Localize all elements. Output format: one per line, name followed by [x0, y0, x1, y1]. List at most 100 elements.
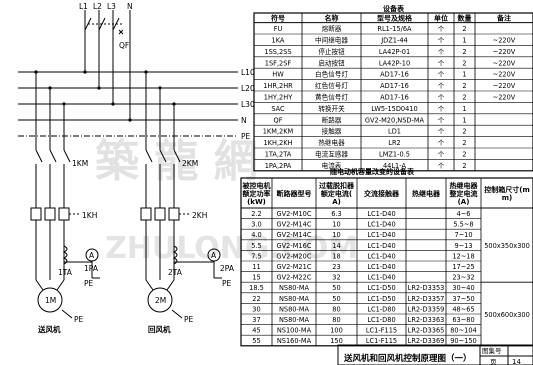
- equipment-table-title: 设备表: [383, 4, 405, 13]
- equipment-cell: 电流互感器: [315, 150, 348, 159]
- equipment-cell: 个: [438, 94, 445, 102]
- motor-cell: LR2-D3363: [408, 316, 445, 324]
- motor-header-cell: 断路器型号: [277, 189, 312, 198]
- equipment-cell: 断路器: [322, 115, 342, 124]
- equipment-cell: 个: [438, 37, 445, 45]
- motor-cell: 32: [332, 274, 340, 282]
- page-label: 页: [490, 358, 497, 365]
- pe-2-label: PE: [222, 279, 232, 288]
- phase-label-l1: L1: [79, 2, 88, 11]
- motor-cell: GV2-M21C: [277, 263, 312, 271]
- equipment-cell: 个: [438, 105, 445, 113]
- equipment-cell: 个: [438, 162, 445, 170]
- motor-cell: 80~104: [450, 327, 477, 335]
- equipment-cell: 2: [462, 48, 466, 56]
- equipment-cell: LA42P-10: [379, 59, 410, 67]
- equipment-cell: 2: [462, 139, 466, 147]
- motor-header-cell: (kW): [247, 198, 266, 206]
- equipment-cell: 1HY,2HY: [264, 94, 293, 102]
- breaker-qf-symbol: [84, 17, 124, 35]
- motor-cell: 7.5: [251, 252, 262, 260]
- motor-2m-label: 2M: [155, 296, 166, 305]
- equipment-cell: 44L1-A: [383, 162, 406, 170]
- motor-cell: 2.2: [251, 210, 262, 218]
- motor-table-frame: [240, 177, 533, 347]
- motor-cell: 17~25: [452, 263, 474, 271]
- motor-cell: 80: [332, 305, 340, 313]
- motor-cell: 15: [252, 274, 260, 282]
- motor-cell: LR2-D3359: [408, 305, 445, 313]
- equipment-cell: 个: [438, 48, 445, 56]
- motor-header-cell: 额定电流(: [320, 189, 352, 198]
- equipment-cell: 1TA,2TA: [265, 151, 292, 159]
- motor-cell: 80: [332, 316, 340, 324]
- motor-capacity-table: 随电动机容量改变的设备表被控电机额定功率(kW)断路器型号过载脱扣器额定电流(A…: [240, 167, 533, 347]
- motor-header-cell: 控制箱尺寸(m: [484, 185, 530, 194]
- equipment-cell: AD17-16: [380, 71, 409, 79]
- equipment-header-cell: 单位: [434, 14, 448, 23]
- equipment-cell: 2: [462, 59, 466, 67]
- equipment-cell: AD17-16: [380, 82, 409, 90]
- motor-cell: 23~32: [452, 274, 474, 282]
- equipment-cell: RL1-15/6A: [377, 25, 412, 33]
- watermark: 築 龍 網 ZHULONG.COM: [95, 136, 358, 266]
- equipment-cell: 停止按钮: [318, 47, 345, 56]
- motor-header-cell: 交流接触器: [364, 189, 400, 198]
- bus-label-l20: L20: [241, 84, 255, 93]
- equipment-header-cell: 名称: [325, 14, 339, 23]
- equipment-cell: 1SS,2SS: [264, 48, 291, 56]
- motor-cell: GV2-M14C: [277, 231, 312, 239]
- equipment-cell: AD17-16: [380, 94, 409, 102]
- equipment-cell: 熔断器: [322, 24, 342, 33]
- equipment-cell: 2: [462, 82, 466, 90]
- circuit-labels: L1 L2 L3 N QF L10 L20 L30 N PE 1KM 1KH 1…: [37, 2, 255, 334]
- equipment-cell: 2: [462, 128, 466, 136]
- equipment-cell: 2: [462, 151, 466, 159]
- motor-cell: 63~80: [452, 316, 474, 324]
- motor-cell: 45: [252, 327, 260, 335]
- motor-branch-1: [30, 72, 100, 319]
- motor-cell: LC1-D80: [367, 316, 395, 324]
- motor-cell: 6.3: [331, 210, 342, 218]
- fan1-caption: 送风机: [37, 324, 61, 334]
- motor-cell: 90~150: [450, 337, 477, 345]
- motor-cell: GV2-M22C: [277, 274, 312, 282]
- watermark-chinese: 築 龍 網: [95, 136, 258, 187]
- power-circuit: [18, 10, 238, 319]
- phase-label-n: N: [127, 2, 133, 11]
- equipment-cell: FU: [274, 25, 283, 33]
- motor-cell: 50: [332, 295, 340, 303]
- equipment-cell: 1HR,2HR: [263, 82, 293, 90]
- motor-cell: 7~10: [454, 231, 472, 239]
- ct-2ta-label: 2TA: [168, 268, 183, 277]
- motor-cell: LC1-D50: [367, 284, 395, 292]
- motor-table-title: 随电动机容量改变的设备表: [330, 167, 415, 176]
- equipment-cell: 个: [438, 25, 445, 33]
- motor-cell: NS100-MA: [277, 327, 312, 335]
- motor-cell: LC1-D80: [367, 305, 395, 313]
- motor-cell: LC1-D50: [367, 295, 395, 303]
- motor-cell: NS80-MA: [279, 295, 310, 303]
- motor-cell: LC1-D40: [367, 252, 395, 260]
- equipment-cell: 1: [462, 116, 466, 124]
- motor-header-cell: A): [332, 198, 341, 206]
- equipment-cell: HW: [272, 71, 284, 79]
- bus-label-pe: PE: [241, 132, 251, 141]
- equipment-cell: 1PA,2PA: [265, 162, 292, 170]
- equipment-cell: 个: [438, 116, 445, 124]
- motor-cell: 150: [330, 337, 343, 345]
- equipment-cell: 2: [462, 94, 466, 102]
- motor-1m-label: 1M: [45, 296, 56, 305]
- equipment-cell: 电流表: [322, 161, 342, 170]
- equipment-cell: ~220V: [493, 48, 516, 56]
- equipment-cell: 个: [438, 128, 445, 136]
- equipment-cell: LR2: [388, 139, 400, 147]
- bus-label-n: N: [241, 116, 247, 125]
- motor-header-cell: m): [502, 194, 513, 202]
- equipment-cell: LW5-15D0410: [371, 105, 417, 113]
- equipment-cell: 1: [462, 105, 466, 113]
- motor-cell: LC1-D40: [367, 274, 395, 282]
- ct-1ta-label: 1TA: [58, 268, 73, 277]
